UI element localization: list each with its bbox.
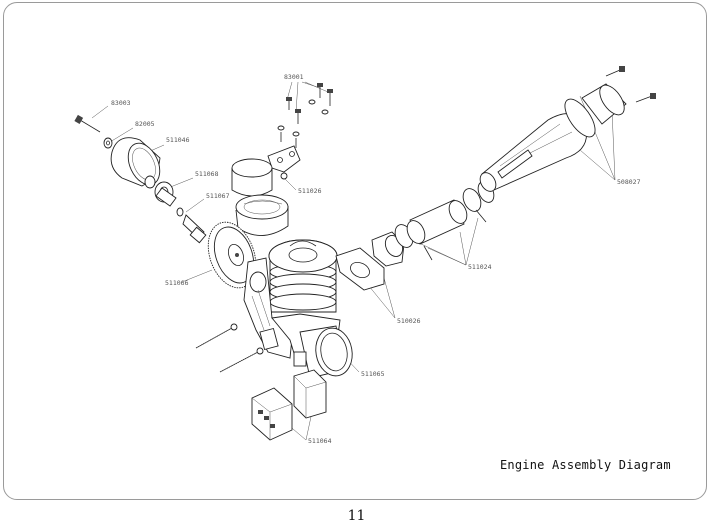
label-511046: 511046 bbox=[166, 136, 190, 144]
label-508027: 508027 bbox=[617, 178, 641, 186]
cylinder-liner bbox=[231, 158, 273, 197]
rear-housing bbox=[110, 137, 161, 187]
front-housing bbox=[293, 325, 353, 379]
flywheel-gear bbox=[207, 221, 257, 289]
coupler-rings bbox=[394, 181, 495, 261]
label-83003: 83003 bbox=[111, 99, 131, 107]
cylinder-head bbox=[268, 239, 338, 313]
washer-82005 bbox=[103, 137, 113, 149]
label-511064: 511064 bbox=[308, 437, 332, 445]
label-511066: 511066 bbox=[165, 279, 189, 287]
engine-mounts bbox=[251, 369, 327, 441]
head-bolts bbox=[277, 83, 333, 148]
bracket bbox=[267, 145, 301, 180]
page-frame bbox=[3, 2, 707, 500]
piston bbox=[235, 194, 289, 236]
label-511026: 511026 bbox=[298, 187, 322, 195]
label-511024: 511024 bbox=[468, 263, 492, 271]
bearing-parts bbox=[144, 175, 207, 244]
label-511067: 511067 bbox=[206, 192, 230, 200]
label-82005: 82005 bbox=[135, 120, 155, 128]
label-83001: 83001 bbox=[284, 73, 304, 81]
exhaust-manifold bbox=[335, 231, 405, 291]
long-screws bbox=[195, 323, 264, 373]
label-511065: 511065 bbox=[361, 370, 385, 378]
page-number: 11 bbox=[347, 508, 366, 524]
rear-screw bbox=[74, 114, 101, 133]
tuned-pipe bbox=[479, 66, 656, 192]
diagram-title: Engine Assembly Diagram bbox=[500, 458, 671, 472]
label-510026: 510026 bbox=[397, 317, 421, 325]
label-511068: 511068 bbox=[195, 170, 219, 178]
